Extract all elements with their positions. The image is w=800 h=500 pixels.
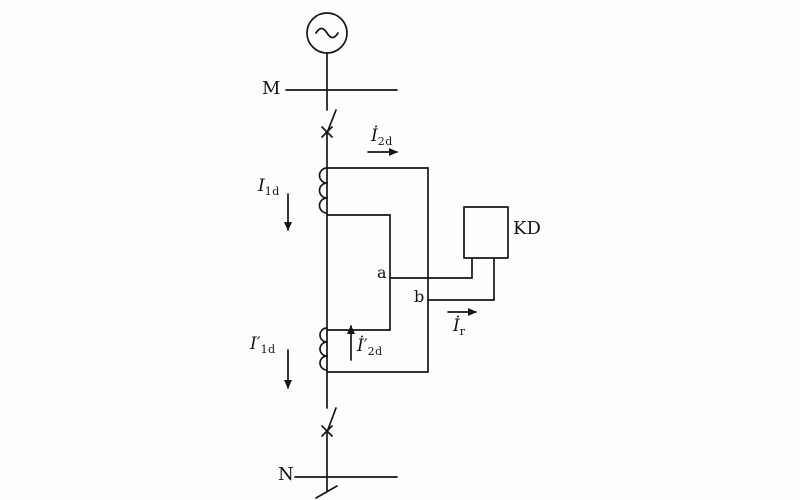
current-i1d-prime-label: I′1d bbox=[250, 334, 276, 356]
ac-source-icon bbox=[306, 12, 348, 91]
bus-n-label: N bbox=[278, 464, 294, 485]
bus-n-line bbox=[294, 476, 398, 499]
node-a-label: a bbox=[377, 263, 387, 282]
secondary-wiring bbox=[326, 167, 429, 373]
relay-kd-box bbox=[463, 206, 509, 259]
relay-kd-label: KD bbox=[513, 218, 541, 239]
relay-branch-wiring bbox=[389, 257, 495, 301]
breaker-top-icon bbox=[321, 89, 337, 138]
current-ir-label: İr bbox=[453, 316, 466, 338]
current-i2d-prime-label: İ′2d bbox=[357, 336, 383, 358]
ct-top-icon bbox=[318, 167, 328, 214]
ct-bottom-icon bbox=[319, 327, 328, 371]
breaker-bottom-icon bbox=[321, 407, 337, 478]
node-b-label: b bbox=[414, 287, 425, 306]
current-i1d-label: I1d bbox=[258, 176, 280, 198]
current-i2d-label: İ2d bbox=[371, 126, 393, 148]
bus-m-label: M bbox=[262, 78, 281, 99]
